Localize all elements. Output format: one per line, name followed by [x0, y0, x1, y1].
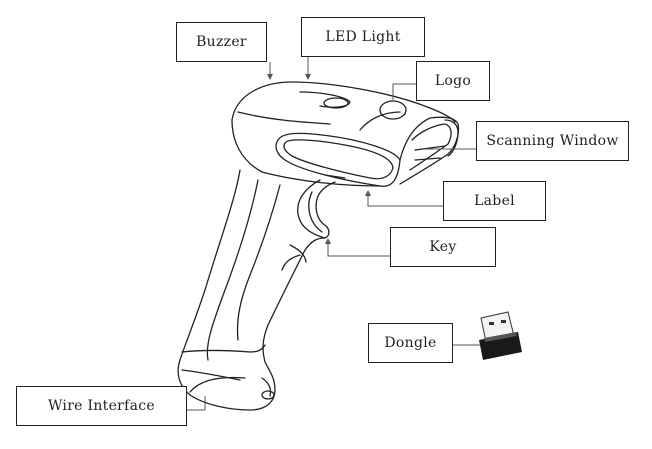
- dongle-icon: [479, 311, 522, 360]
- leader-key: [327, 240, 390, 257]
- leader-wire: [187, 396, 206, 411]
- logo-area: [379, 100, 407, 120]
- trigger-key: [297, 179, 336, 239]
- callout-label: Label: [443, 181, 546, 221]
- callout-logo: Logo: [416, 61, 490, 101]
- scanner-head: [231, 81, 456, 123]
- callout-key: Key: [390, 227, 496, 267]
- side-ridge: [275, 132, 401, 187]
- callout-led-light: LED Light: [301, 17, 425, 57]
- handle: [177, 169, 326, 411]
- callout-wire-interface: Wire Interface: [16, 386, 187, 426]
- scanning-window: [399, 116, 460, 185]
- callout-dongle: Dongle: [368, 323, 453, 363]
- callout-scanning-window: Scanning Window: [476, 121, 629, 161]
- callout-buzzer: Buzzer: [176, 22, 267, 62]
- leader-label: [367, 192, 443, 207]
- leader-logo: [392, 83, 418, 100]
